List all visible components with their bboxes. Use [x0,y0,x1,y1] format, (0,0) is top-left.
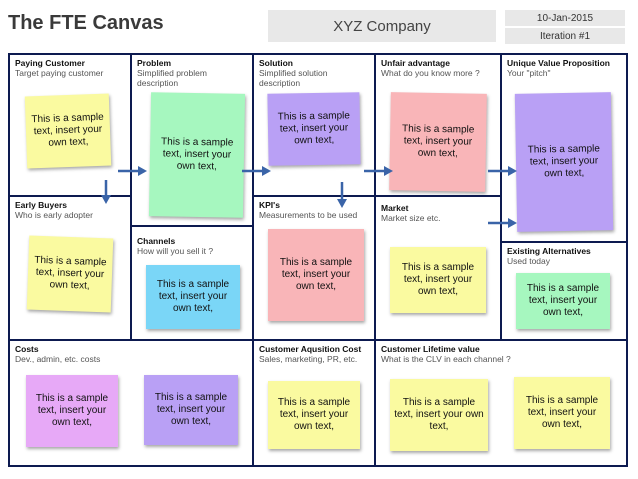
cell-heading: Problem [137,58,172,68]
sticky-note[interactable]: This is a sample text, insert your own t… [390,247,486,313]
cell-heading: KPI's [259,200,280,210]
arrow-right-icon [488,218,517,228]
sticky-note[interactable]: This is a sample text, insert your own t… [146,265,240,329]
cell-subheading: Measurements to be used [259,210,358,220]
sticky-note[interactable]: This is a sample text, insert your own t… [26,235,114,313]
cell-subheading: Target paying customer [15,68,104,78]
cell-subheading: Dev., admin, etc. costs [15,354,101,364]
cell-subheading: Who is early adopter [15,210,93,220]
cell-subheading: How will you sell it ? [137,246,214,256]
cell-heading: Early Buyers [15,200,67,210]
sticky-note[interactable]: This is a sample text, insert your own t… [516,273,610,329]
sticky-note[interactable]: This is a sample text, insert your own t… [144,375,238,445]
cell-heading: Customer Lifetime value [381,344,480,354]
cell-heading: Unique Value Proposition [507,58,610,68]
date-label: 10-Jan-2015 [505,10,625,26]
sticky-note[interactable]: This is a sample text, insert your own t… [26,375,118,447]
cell-subheading: Simplified problem description [137,68,207,88]
iteration-label: Iteration #1 [505,28,625,44]
cell-heading: Paying Customer [15,58,85,68]
sticky-note[interactable]: This is a sample text, insert your own t… [148,92,246,218]
arrow-right-icon [364,166,393,176]
arrow-right-icon [242,166,271,176]
arrow-down-icon [101,180,111,204]
sticky-note[interactable]: This is a sample text, insert your own t… [24,93,112,169]
cell-heading: Customer Aqusition Cost [259,344,362,354]
sticky-note[interactable]: This is a sample text, insert your own t… [390,379,488,451]
cell-subheading: Your "pitch" [507,68,551,78]
arrow-right-icon [488,166,517,176]
sticky-note[interactable]: This is a sample text, insert your own t… [514,377,610,449]
cell-heading: Costs [15,344,39,354]
cell-heading: Market [381,203,409,213]
cell-heading: Solution [259,58,293,68]
arrow-down-icon [337,182,347,208]
sticky-note[interactable]: This is a sample text, insert your own t… [389,92,487,192]
cell-heading: Channels [137,236,176,246]
page-title: The FTE Canvas [8,12,164,34]
company-name: XYZ Company [268,10,496,42]
cell-subheading: What is the CLV in each channel ? [381,354,511,364]
cell-subheading: Used today [507,256,550,266]
cell-subheading: Market size etc. [381,213,441,223]
cell-subheading: Simplified solution description [259,68,328,88]
cell-heading: Existing Alternatives [507,246,591,256]
cell-subheading: Sales, marketing, PR, etc. [259,354,358,364]
sticky-note[interactable]: This is a sample text, insert your own t… [268,381,360,449]
sticky-note[interactable]: This is a sample text, insert your own t… [268,229,364,321]
sticky-note[interactable]: This is a sample text, insert your own t… [514,92,614,232]
cell-subheading: What do you know more ? [381,68,480,78]
arrow-right-icon [118,166,147,176]
cell-heading: Unfair advantage [381,58,450,68]
sticky-note[interactable]: This is a sample text, insert your own t… [267,92,361,166]
